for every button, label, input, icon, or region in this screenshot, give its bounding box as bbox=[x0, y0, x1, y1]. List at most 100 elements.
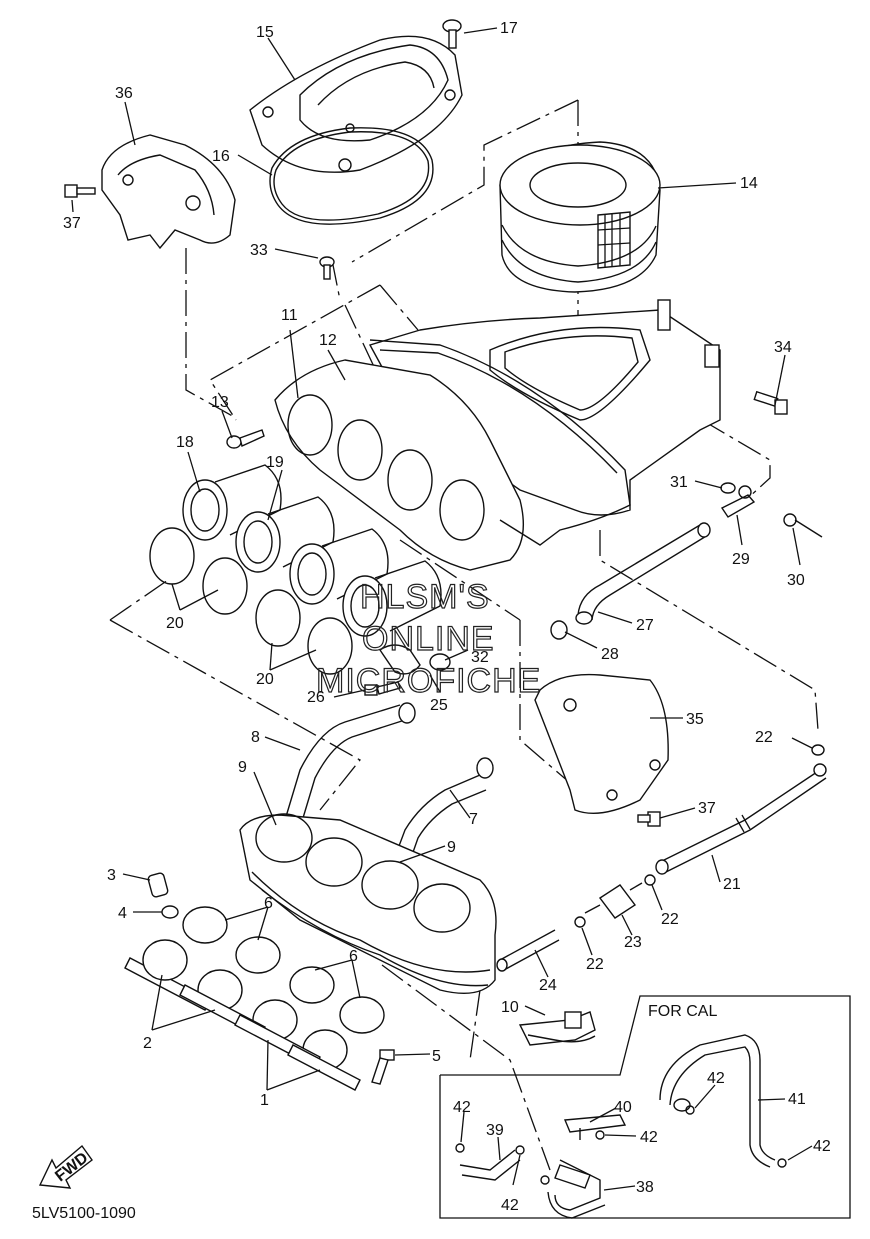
hose-41 bbox=[659, 1034, 776, 1168]
callout-29: 29 bbox=[732, 551, 750, 568]
callout-22: 22 bbox=[661, 911, 679, 928]
callout-12: 12 bbox=[319, 332, 337, 349]
callout-33: 33 bbox=[250, 242, 268, 259]
callout-42: 42 bbox=[813, 1138, 831, 1155]
screw-17 bbox=[442, 19, 462, 49]
hose-8 bbox=[284, 702, 416, 829]
callout-18: 18 bbox=[176, 434, 194, 451]
callout-25: 25 bbox=[430, 697, 448, 714]
washer-31 bbox=[720, 482, 736, 494]
callout-9: 9 bbox=[447, 839, 456, 856]
callout-41: 41 bbox=[788, 1091, 806, 1108]
clips-42 bbox=[455, 1105, 787, 1185]
hose-38 bbox=[547, 1159, 606, 1219]
bolt-34 bbox=[753, 390, 788, 415]
callout-32: 32 bbox=[471, 649, 489, 666]
air-box bbox=[274, 299, 721, 571]
carburetor-assembly bbox=[239, 813, 497, 994]
callout-28: 28 bbox=[601, 646, 619, 663]
screw-33 bbox=[319, 256, 335, 280]
for-cal-box bbox=[439, 995, 851, 1219]
callout-3: 3 bbox=[107, 867, 116, 884]
callout-14: 14 bbox=[740, 175, 758, 192]
callout-20: 20 bbox=[256, 671, 274, 688]
fitting-29 bbox=[720, 485, 756, 518]
callout-1: 1 bbox=[260, 1092, 269, 1109]
hose-7 bbox=[389, 757, 494, 876]
screw-30 bbox=[783, 513, 823, 538]
callout-31: 31 bbox=[670, 474, 688, 491]
callout-27: 27 bbox=[636, 617, 654, 634]
callout-21: 21 bbox=[723, 876, 741, 893]
hose-21 bbox=[655, 763, 827, 875]
callout-35: 35 bbox=[686, 711, 704, 728]
intake-joints bbox=[124, 939, 361, 1091]
callout-42: 42 bbox=[640, 1129, 658, 1146]
callout-37: 37 bbox=[63, 215, 81, 232]
cap-4 bbox=[161, 905, 179, 919]
callout-10: 10 bbox=[501, 999, 519, 1016]
callout-4: 4 bbox=[118, 905, 127, 922]
joint-clamps bbox=[149, 527, 353, 675]
callout-6: 6 bbox=[349, 948, 358, 965]
callout-17: 17 bbox=[500, 20, 518, 37]
callout-37: 37 bbox=[698, 800, 716, 817]
callout-19: 19 bbox=[266, 454, 284, 471]
callout-26: 26 bbox=[307, 689, 325, 706]
hose-27 bbox=[575, 522, 711, 625]
callout-42: 42 bbox=[707, 1070, 725, 1087]
callout-16: 16 bbox=[212, 148, 230, 165]
callout-5: 5 bbox=[432, 1048, 441, 1065]
callout-2: 2 bbox=[143, 1035, 152, 1052]
pipe-24 bbox=[496, 929, 560, 972]
callout-42: 42 bbox=[453, 1099, 471, 1116]
callout-9: 9 bbox=[238, 759, 247, 776]
for-cal-title: FOR CAL bbox=[648, 1003, 717, 1020]
clips-22 bbox=[574, 744, 825, 928]
callout-40: 40 bbox=[614, 1099, 632, 1116]
clip-28 bbox=[550, 620, 568, 640]
hose-39 bbox=[459, 1149, 521, 1181]
callout-38: 38 bbox=[636, 1179, 654, 1196]
callout-36: 36 bbox=[115, 85, 133, 102]
fuel-filter-23 bbox=[584, 882, 643, 919]
callout-15: 15 bbox=[256, 24, 274, 41]
watermark: HLSM'S ONLINE MICROFICHE bbox=[315, 577, 541, 700]
screw-13 bbox=[226, 429, 265, 449]
screw-5 bbox=[371, 1049, 395, 1085]
callout-22: 22 bbox=[586, 956, 604, 973]
diagram-code: 5LV5100-1090 bbox=[32, 1205, 136, 1222]
forward-arrow-icon bbox=[38, 1144, 93, 1189]
part-10 bbox=[518, 1011, 596, 1046]
callout-30: 30 bbox=[787, 572, 805, 589]
bolt-37-upper bbox=[64, 184, 96, 198]
callout-39: 39 bbox=[486, 1122, 504, 1139]
bracket-35 bbox=[534, 673, 669, 815]
fitting-32 bbox=[379, 644, 451, 675]
svg-text:ONLINE: ONLINE bbox=[362, 620, 495, 658]
callout-22: 22 bbox=[755, 729, 773, 746]
bolt-37-lower bbox=[637, 811, 661, 827]
svg-text:MICROFICHE: MICROFICHE bbox=[316, 662, 541, 700]
clamps-6 bbox=[182, 906, 385, 1034]
callout-labels: 15 17 36 16 14 37 33 34 11 12 13 18 19 3… bbox=[63, 20, 831, 1214]
svg-text:HLSM'S: HLSM'S bbox=[360, 578, 490, 616]
callout-34: 34 bbox=[774, 339, 792, 356]
callout-23: 23 bbox=[624, 934, 642, 951]
cover-gasket bbox=[269, 127, 434, 225]
callout-24: 24 bbox=[539, 977, 557, 994]
callout-42: 42 bbox=[501, 1197, 519, 1214]
pipe-40 bbox=[563, 1114, 627, 1140]
callout-13: 13 bbox=[211, 394, 229, 411]
callout-8: 8 bbox=[251, 729, 260, 746]
side-cover bbox=[101, 134, 236, 250]
air-filter-element bbox=[499, 141, 661, 293]
callout-7: 7 bbox=[469, 811, 478, 828]
cap-3 bbox=[147, 872, 169, 898]
carburetor-joints bbox=[182, 464, 442, 637]
callout-6: 6 bbox=[264, 895, 273, 912]
leader-lines bbox=[71, 27, 813, 1191]
callout-11: 11 bbox=[281, 307, 298, 324]
callout-20: 20 bbox=[166, 615, 184, 632]
